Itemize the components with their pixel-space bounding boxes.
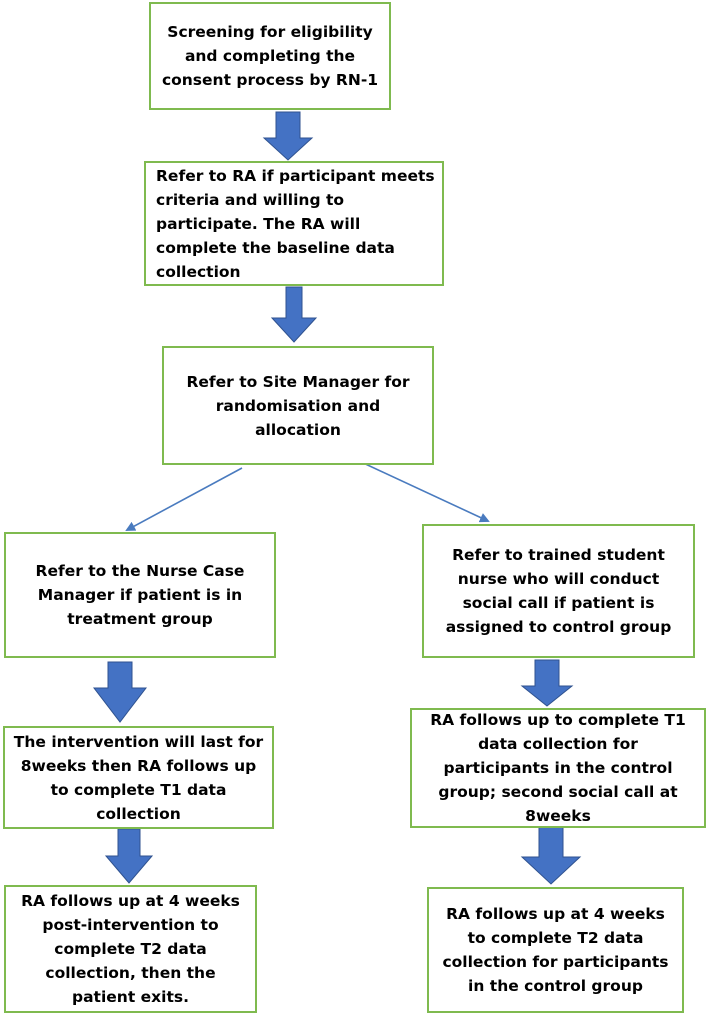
node-intervention-t1-text: The intervention will last for 8weeks th… xyxy=(13,732,264,823)
node-refer-ra-text: Refer to RA if participant meets criteri… xyxy=(156,166,435,281)
branch-arrow-right xyxy=(358,460,490,523)
node-control-t2-text: RA follows up at 4 weeks to complete T2 … xyxy=(442,905,669,995)
down-arrow-1 xyxy=(262,111,314,161)
node-nurse-case-manager: Refer to the Nurse Case Manager if patie… xyxy=(4,532,276,658)
node-site-manager-text: Refer to Site Manager for randomisation … xyxy=(186,372,410,439)
node-screening: Screening for eligibility and completing… xyxy=(149,2,391,110)
down-arrow-right-1 xyxy=(520,659,574,707)
down-arrow-left-1 xyxy=(92,661,148,723)
down-arrow-left-2 xyxy=(104,828,154,884)
down-arrow-2 xyxy=(270,286,318,343)
node-control-t2: RA follows up at 4 weeks to complete T2 … xyxy=(427,887,684,1013)
node-control-t1-text: RA follows up to complete T1 data collec… xyxy=(430,711,686,825)
node-intervention-t2: RA follows up at 4 weeks post-interventi… xyxy=(4,885,257,1013)
node-intervention-t2-text: RA follows up at 4 weeks post-interventi… xyxy=(21,892,240,1006)
node-student-nurse: Refer to trained student nurse who will … xyxy=(422,524,695,658)
node-nurse-case-manager-text: Refer to the Nurse Case Manager if patie… xyxy=(35,562,245,628)
node-refer-ra: Refer to RA if participant meets criteri… xyxy=(144,161,444,286)
node-control-t1: RA follows up to complete T1 data collec… xyxy=(410,708,706,828)
node-student-nurse-text: Refer to trained student nurse who will … xyxy=(445,546,672,636)
node-site-manager: Refer to Site Manager for randomisation … xyxy=(162,346,434,465)
branch-arrow-left xyxy=(125,467,243,531)
down-arrow-right-2 xyxy=(520,825,582,885)
node-intervention-t1: The intervention will last for 8weeks th… xyxy=(3,726,274,829)
node-screening-text: Screening for eligibility and completing… xyxy=(161,23,379,89)
